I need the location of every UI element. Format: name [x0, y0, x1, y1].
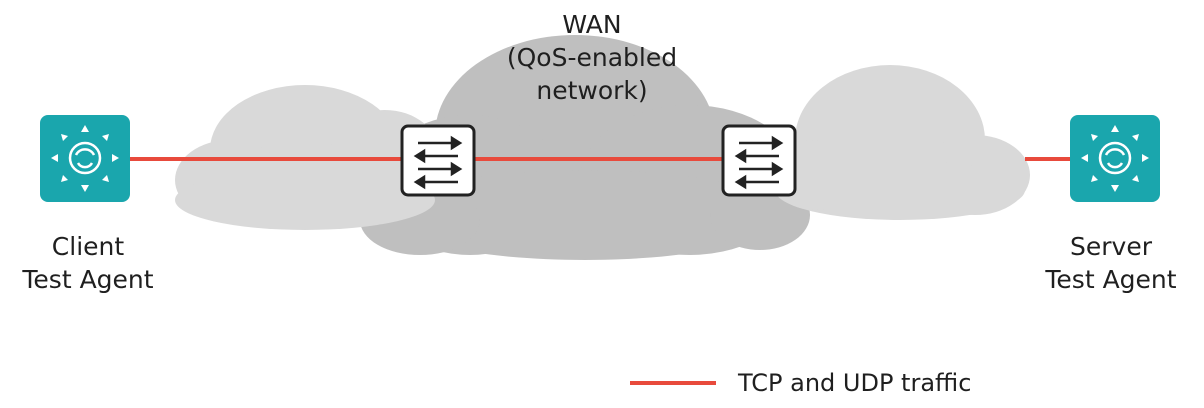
server-label-line1: Server: [1070, 232, 1152, 261]
router-left: [400, 124, 476, 197]
wan-label-line3: network): [536, 76, 648, 105]
server-test-agent-icon: [1070, 115, 1160, 202]
wan-label-line2: (QoS-enabled: [506, 43, 678, 72]
router-arrows-icon: [734, 135, 784, 190]
router-right: [721, 124, 797, 197]
wan-label: WAN (QoS-enabled network): [462, 8, 722, 107]
right-cloud: [770, 65, 1030, 220]
router-arrows-icon: [413, 135, 463, 190]
legend-label: TCP and UDP traffic: [738, 369, 972, 397]
server-agent-label: Server Test Agent: [1018, 230, 1204, 296]
client-label-line2: Test Agent: [22, 265, 154, 294]
server-label-line2: Test Agent: [1045, 265, 1177, 294]
client-agent-label: Client Test Agent: [0, 230, 176, 296]
wan-label-line1: WAN: [562, 10, 622, 39]
client-test-agent-icon: [40, 115, 130, 202]
client-label-line1: Client: [51, 232, 125, 261]
